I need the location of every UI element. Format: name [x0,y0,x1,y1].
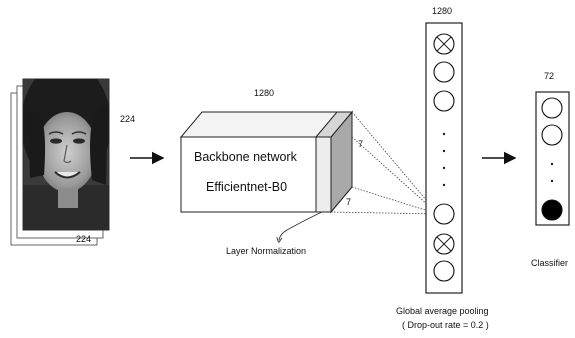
pooling-ellipsis-dot [442,132,446,136]
pooling-column [425,22,463,294]
pooling-node-empty [433,90,455,112]
pooling-node-empty [433,203,455,225]
backbone-title: Backbone network [194,150,297,164]
layer-norm-label: Layer Normalization [226,246,307,256]
feature-size-top: 7 [358,139,364,149]
projection-lines [330,111,439,215]
backbone-block [179,110,354,214]
pooling-node-cross-stroke [436,36,452,52]
backbone-model: Efficientnet-B0 [206,180,288,194]
pooling-top-label: 1280 [432,6,453,16]
pooling-caption-line1: Global average pooling [396,306,489,316]
backbone-front-face [180,136,332,213]
backbone-top-label: 1280 [254,88,275,98]
input-size-right: 224 [120,114,136,124]
layer-norm-arrow [279,211,323,240]
classifier-node-empty [541,124,563,146]
classifier-caption: Classifier [531,258,569,268]
pooling-node-empty [433,260,455,282]
face-photo-icon [23,79,109,230]
input-size-bottom: 224 [76,234,92,244]
classifier-ellipsis-dot [550,162,554,166]
pooling-nodes [433,33,455,282]
classifier-node-empty [541,97,563,119]
pooling-ellipsis-dot [442,183,446,187]
pooling-node-empty [433,61,455,83]
pooling-node-cross-stroke [436,236,452,252]
classifier-ellipsis-dot [550,179,554,183]
pooling-ellipsis-dot [442,166,446,170]
pooling-caption-line2: ( Drop-out rate = 0.2 ) [402,320,489,330]
input-image-stack [10,78,110,246]
feature-map-front [315,136,332,213]
classifier-node-filled [541,199,563,221]
feature-size-bottom: 7 [346,197,352,207]
classifier-nodes [541,97,563,221]
classifier-top-label: 72 [544,71,555,81]
pooling-ellipsis-dot [442,149,446,153]
classifier-column [535,91,570,226]
